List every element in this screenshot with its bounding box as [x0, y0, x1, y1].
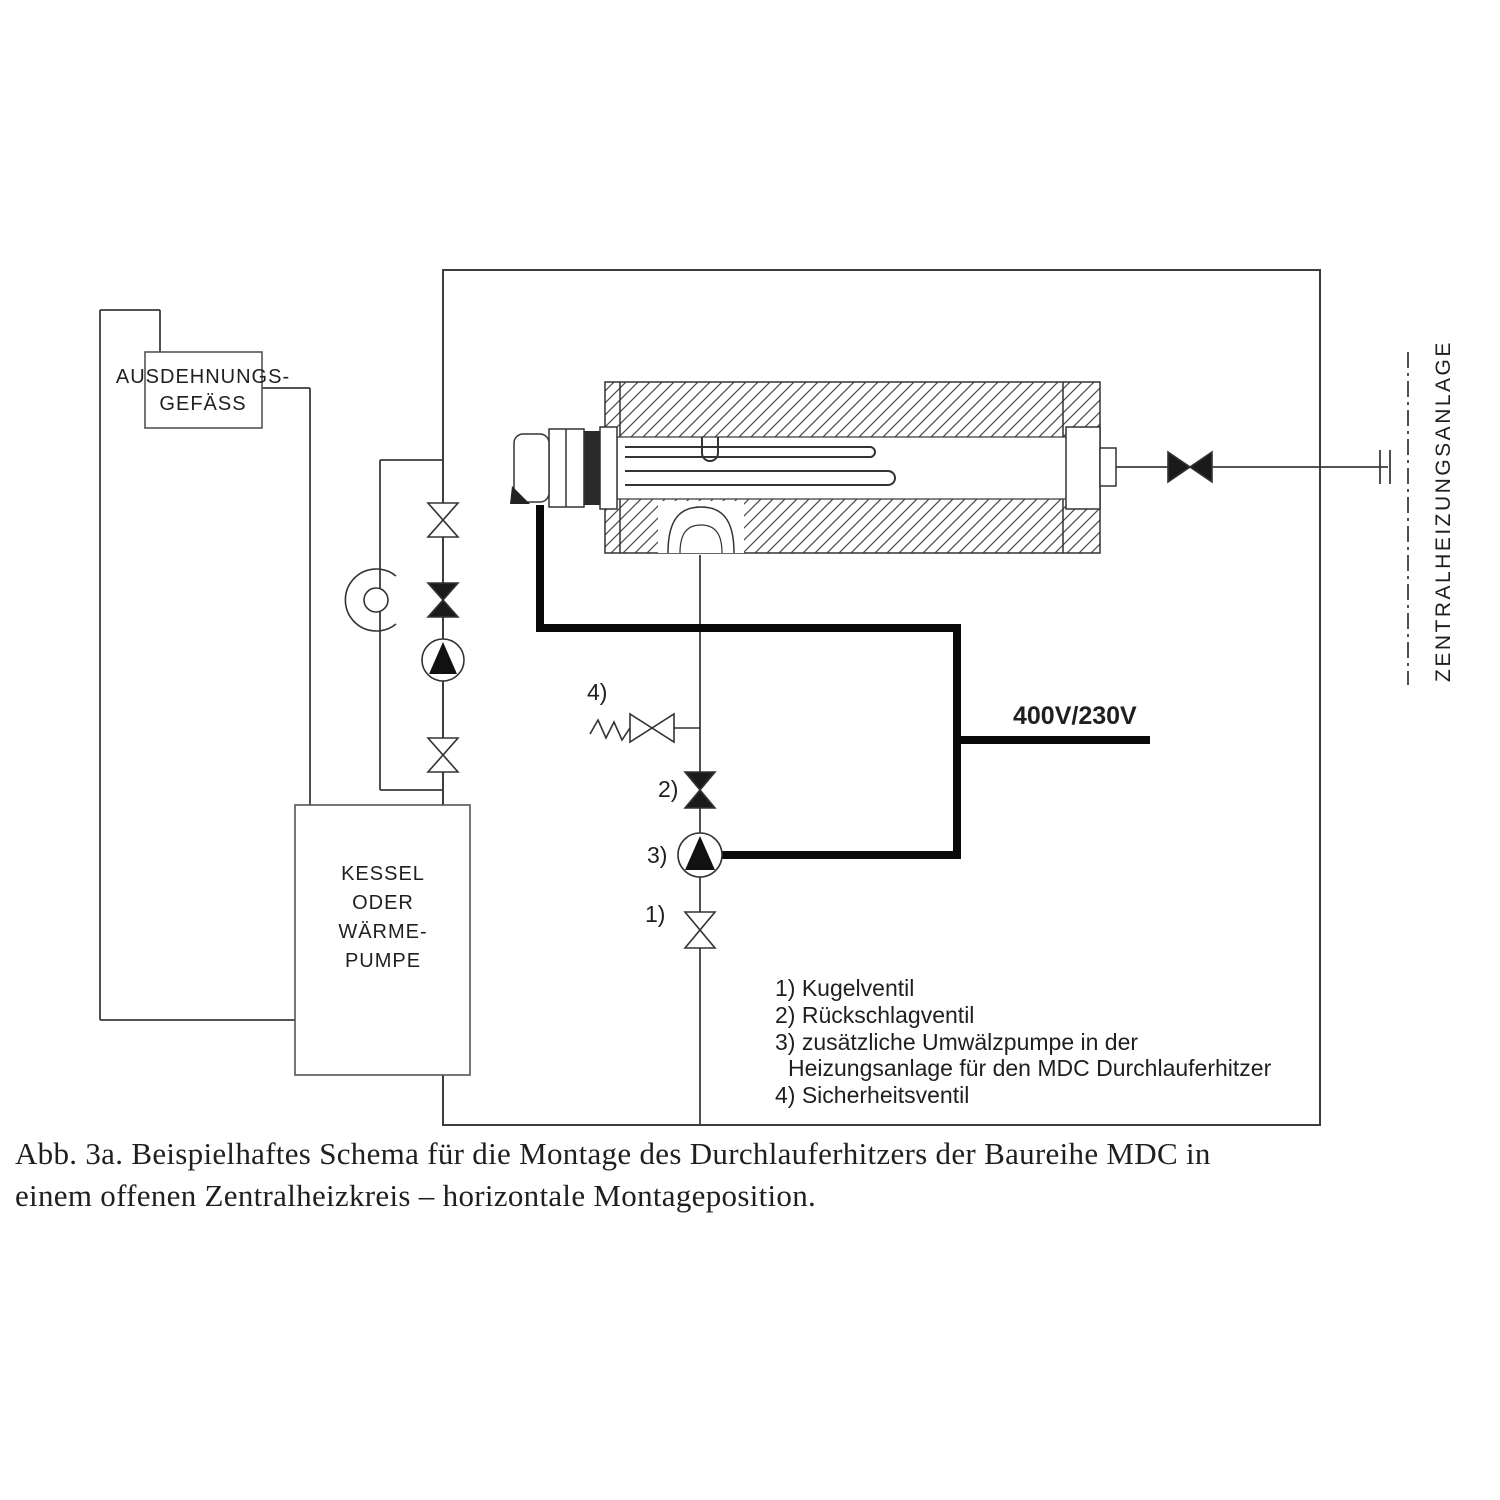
cable-heater-to-pump: [536, 505, 961, 859]
marker-1: 1): [645, 901, 665, 927]
pipe-expansion-loop: [99, 309, 295, 1021]
diagram-texts: AUSDEHNUNGS- GEFÄSS KESSEL ODER WÄRME- P…: [15, 340, 1455, 1213]
flange-ticks: [1379, 450, 1391, 484]
central-heating-label: ZENTRALHEIZUNGSANLAGE: [1432, 340, 1455, 682]
figure-caption-line1: Abb. 3a. Beispielhaftes Schema für die M…: [15, 1136, 1211, 1171]
legend-item-3-line1: 3) zusätzliche Umwälzpumpe in der: [775, 1029, 1138, 1055]
heater-outlet-nipple: [1099, 447, 1117, 487]
mdc-heater: [510, 381, 1117, 554]
heating-element: [625, 437, 896, 486]
marker-2: 2): [658, 776, 678, 802]
heater-spout: [510, 486, 530, 504]
expansion-vessel-box: [144, 351, 263, 429]
heater-left-gland: [510, 426, 618, 510]
check-valve-2: [683, 771, 717, 809]
marker-4: 4): [587, 679, 607, 705]
pipe-vessel-connection: [262, 387, 311, 805]
legend-item-2: 2) Rückschlagventil: [775, 1002, 974, 1028]
expansion-vessel-label-line2: GEFÄSS: [159, 393, 246, 415]
ball-valve-1: [683, 911, 717, 949]
central-heating-boundary: [1379, 352, 1409, 685]
pipe-bypass: [379, 459, 443, 791]
boiler-label-line3: WÄRME-: [338, 921, 427, 943]
check-valve-left: [426, 582, 460, 618]
figure-caption-line2: einem offenen Zentralheizkreis – horizon…: [15, 1178, 816, 1213]
legend-item-4: 4) Sicherheitsventil: [775, 1082, 969, 1108]
legend-item-1: 1) Kugelventil: [775, 975, 914, 1001]
shutoff-valve-left-bottom: [426, 737, 460, 773]
component-boxes: [144, 351, 471, 1076]
enclosure-boundary: [442, 269, 1321, 1126]
shutoff-valve-left-top: [426, 502, 460, 538]
marker-3: 3): [647, 842, 667, 868]
expansion-vessel-label-line1: AUSDEHNUNGS-: [116, 366, 290, 388]
pipe-network: [99, 269, 1388, 1126]
legend: 1) Kugelventil 2) Rückschlagventil 3) zu…: [775, 975, 1272, 1108]
heater-right-cap: [1065, 426, 1101, 510]
boiler-label-line2: ODER: [352, 892, 414, 914]
boiler-box: [294, 804, 471, 1076]
circulation-pump-3: [677, 832, 723, 878]
boiler-circuit-fittings: [344, 502, 465, 773]
heater-drain-dome: [658, 501, 744, 554]
legend-item-3-line2: Heizungsanlage für den MDC Durchlauferhi…: [788, 1055, 1272, 1081]
boiler-label-line1: KESSEL: [341, 863, 425, 885]
pump-left: [421, 638, 465, 682]
electric-cables: [536, 505, 1150, 859]
safety-valve-4: [589, 712, 700, 744]
riser-fittings: [589, 450, 1213, 949]
boiler-label-line4: PUMPE: [345, 950, 421, 972]
power-supply-label: 400V/230V: [1013, 702, 1137, 730]
gauge-symbol: [344, 568, 397, 632]
outlet-valve: [1167, 450, 1213, 484]
